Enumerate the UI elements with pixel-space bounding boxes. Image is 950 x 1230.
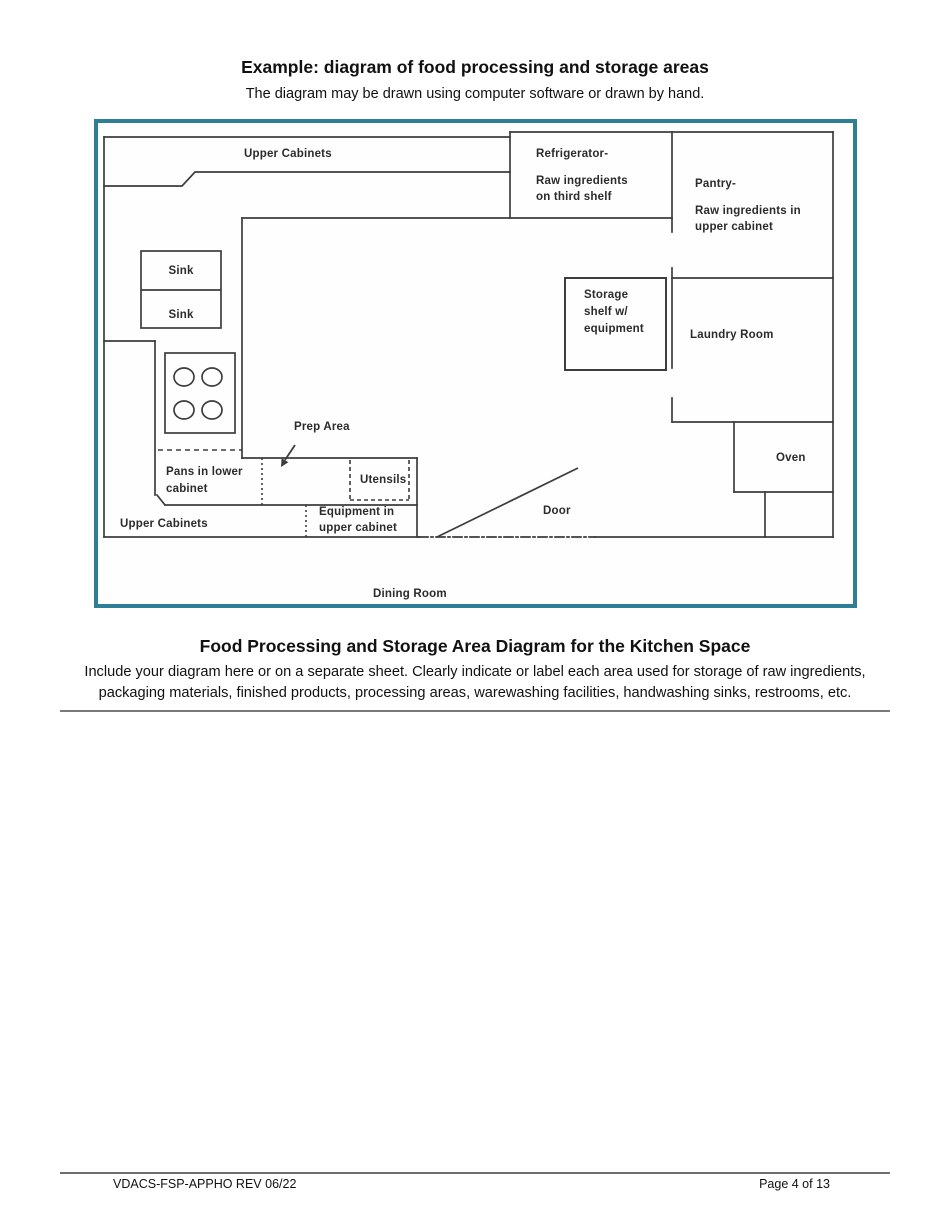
label-door: Door — [543, 505, 571, 517]
floor-plan-walls — [103, 131, 834, 538]
footer-document-id: VDACS-FSP-APPHO REV 06/22 — [113, 1177, 297, 1191]
dashed-cabinet-lines — [158, 449, 410, 537]
example-diagram-frame: Upper Cabinets Refrigerator- Raw ingredi… — [94, 119, 857, 608]
label-dining-room: Dining Room — [373, 588, 447, 600]
label-sink-bottom: Sink — [168, 309, 194, 321]
section-heading: Food Processing and Storage Area Diagram… — [199, 636, 751, 656]
label-refrigerator-line2: Raw ingredients — [536, 175, 628, 187]
stove-with-burners — [164, 352, 236, 434]
label-equipment-upper-line2: upper cabinet — [319, 522, 398, 534]
footer-page-number: Page 4 of 13 — [759, 1177, 830, 1191]
instructions-divider — [60, 710, 890, 712]
page-title: Example: diagram of food processing and … — [241, 57, 709, 77]
label-upper-cabinets-top: Upper Cabinets — [244, 148, 332, 160]
label-pans-lower-line2: cabinet — [166, 483, 208, 495]
label-storage-shelf: Storage — [584, 289, 629, 301]
label-sink-top: Sink — [168, 265, 194, 277]
label-storage-shelf-line2: shelf w/ — [584, 306, 628, 318]
section-instructions: Include your diagram here or on a separa… — [84, 664, 866, 701]
label-utensils: Utensils — [360, 474, 407, 486]
label-oven: Oven — [776, 452, 806, 464]
sink-boxes — [140, 250, 222, 329]
footer-divider — [60, 1172, 890, 1174]
label-equipment-upper: Equipment in — [319, 506, 395, 518]
floor-plan-lines — [103, 131, 834, 538]
label-refrigerator-line3: on third shelf — [536, 191, 612, 203]
prep-area-arrow — [281, 444, 296, 467]
label-storage-shelf-line3: equipment — [584, 323, 644, 335]
label-pans-lower: Pans in lower — [166, 466, 243, 478]
label-pantry-line2: Raw ingredients in — [695, 205, 801, 217]
page-subtitle: The diagram may be drawn using computer … — [245, 86, 705, 102]
kitchen-floor-plan: Upper Cabinets Refrigerator- Raw ingredi… — [98, 123, 853, 604]
label-pantry: Pantry- — [695, 178, 737, 190]
label-refrigerator: Refrigerator- — [536, 148, 609, 160]
storage-shelf-box — [564, 277, 667, 371]
label-pantry-line3: upper cabinet — [695, 221, 774, 233]
label-upper-cabinets-bottom: Upper Cabinets — [120, 518, 208, 530]
label-prep-area: Prep Area — [294, 421, 350, 433]
label-laundry-room: Laundry Room — [690, 329, 774, 341]
door-swing-line — [436, 467, 579, 538]
